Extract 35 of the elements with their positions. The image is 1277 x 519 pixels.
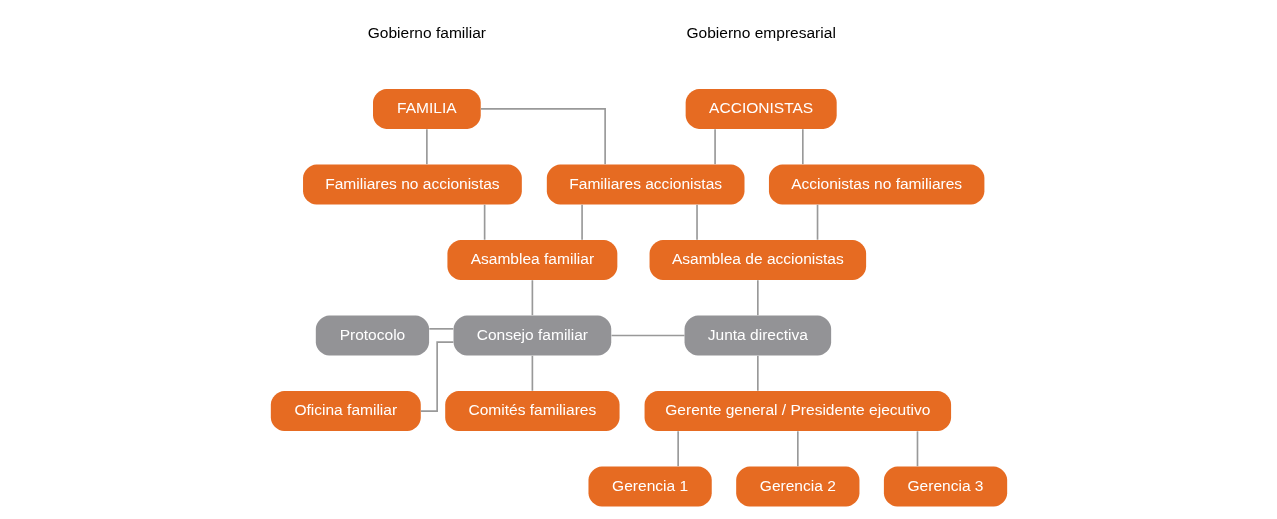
node-box: ACCIONISTAS — [685, 88, 837, 129]
node-box: Accionistas no familiares — [768, 164, 984, 204]
connector — [713, 127, 716, 165]
connector — [483, 203, 485, 241]
node-box: Junta directiva — [684, 315, 831, 355]
connector — [796, 429, 799, 467]
label: Gobierno familiar — [367, 23, 486, 41]
node-box: Consejo familiar — [453, 315, 611, 355]
node-box: Oficina familiar — [270, 390, 421, 431]
connector — [425, 127, 428, 165]
connector — [801, 127, 804, 165]
connector — [695, 203, 698, 241]
node-box: Comités familiares — [444, 390, 620, 431]
node-box: Gerencia 2 — [735, 466, 859, 507]
node-box: Asamblea familiar — [446, 239, 617, 280]
connector — [427, 327, 454, 330]
connector — [676, 429, 679, 467]
connector — [580, 203, 583, 241]
node-box: Familiares accionistas — [546, 164, 744, 204]
connector — [531, 278, 533, 316]
connector — [531, 354, 533, 392]
connector — [816, 203, 818, 241]
node-box: Asamblea de accionistas — [649, 239, 866, 280]
node-box: Gerencia 1 — [587, 466, 712, 507]
connector — [610, 334, 685, 336]
node-box: Gerente general / Presidente ejecutivo — [644, 390, 951, 431]
node-box: Familiares no accionistas — [302, 164, 522, 204]
node-box: FAMILIA — [372, 88, 481, 129]
connector — [756, 354, 759, 392]
node-box: Gerencia 3 — [883, 466, 1007, 507]
label: Gobierno empresarial — [685, 23, 836, 41]
node-box: Protocolo — [315, 315, 429, 355]
connector — [479, 107, 606, 165]
connector — [916, 429, 918, 467]
connector — [756, 278, 759, 316]
